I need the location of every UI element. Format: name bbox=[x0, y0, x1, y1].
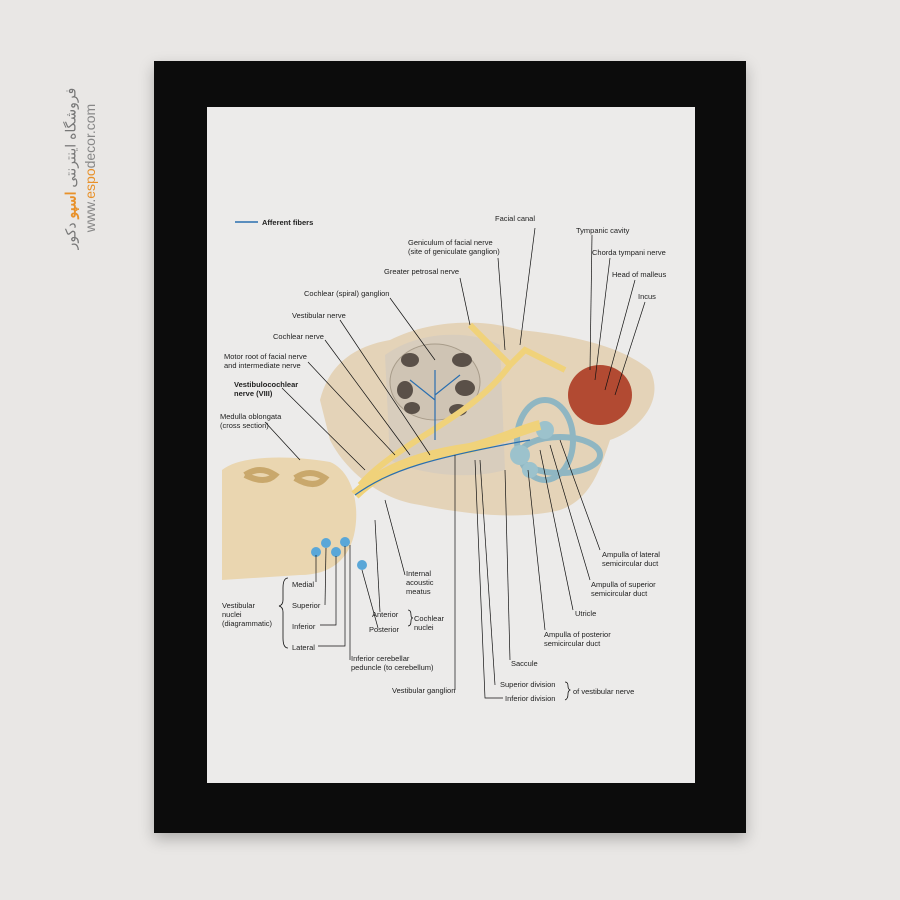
label-chorda-tympani: Chorda tympani nerve bbox=[592, 248, 666, 257]
label-cochlear-ganglion: Cochlear (spiral) ganglion bbox=[304, 289, 390, 298]
label-medulla: Medulla oblongata (cross section) bbox=[220, 412, 282, 430]
label-superior-division: Superior division bbox=[500, 680, 556, 689]
label-inferior-cerebellar: Inferior cerebellar peduncle (to cerebel… bbox=[351, 654, 434, 672]
label-vestibular-ganglion: Vestibular ganglion bbox=[392, 686, 456, 695]
label-vestibular-nerve: Vestibular nerve bbox=[292, 311, 346, 320]
label-motor-root: Motor root of facial nerve and intermedi… bbox=[224, 352, 307, 370]
label-of-vestibular-nerve: of vestibular nerve bbox=[573, 687, 635, 696]
afferent-fibers bbox=[354, 370, 531, 496]
ampullae bbox=[510, 421, 554, 478]
label-superior: Superior bbox=[292, 601, 321, 610]
label-vestibulocochlear: Vestibulocochlear nerve (VIII) bbox=[234, 380, 299, 398]
label-geniculum: Geniculum of facial nerve (site of genic… bbox=[408, 238, 500, 256]
olive-nucleus bbox=[243, 467, 330, 487]
label-utricle: Utricle bbox=[575, 609, 597, 618]
label-inferior-division: Inferior division bbox=[505, 694, 556, 703]
label-inferior: Inferior bbox=[292, 622, 316, 631]
label-facial-canal: Facial canal bbox=[495, 214, 536, 223]
label-anterior: Anterior bbox=[372, 610, 399, 619]
legend-afferent-fibers: Afferent fibers bbox=[262, 218, 314, 227]
label-head-malleus: Head of malleus bbox=[612, 270, 667, 279]
vestibular-nuclei bbox=[311, 537, 367, 570]
label-incus: Incus bbox=[638, 292, 656, 301]
leader-lines bbox=[264, 227, 646, 699]
label-lateral: Lateral bbox=[292, 643, 315, 652]
label-cochlear-nuclei: Cochlear nuclei bbox=[414, 614, 445, 632]
facial-nerve bbox=[357, 322, 567, 487]
label-greater-petrosal: Greater petrosal nerve bbox=[384, 267, 460, 276]
label-internal-acoustic: Internal acoustic meatus bbox=[406, 569, 434, 596]
vestibulocochlear-nerve bbox=[351, 420, 542, 499]
label-ampulla-lateral: Ampulla of lateral semicircular duct bbox=[602, 550, 660, 568]
label-tympanic-cavity: Tympanic cavity bbox=[576, 226, 630, 235]
label-medial: Medial bbox=[292, 580, 315, 589]
label-ampulla-superior: Ampulla of superior semicircular duct bbox=[591, 580, 656, 598]
label-posterior: Posterior bbox=[369, 625, 400, 634]
braces bbox=[278, 577, 571, 701]
tympanic-cavity bbox=[568, 365, 632, 425]
label-saccule: Saccule bbox=[511, 659, 538, 668]
label-cochlear-nerve: Cochlear nerve bbox=[273, 332, 324, 341]
medulla-oblongata bbox=[222, 457, 357, 580]
label-vestibular-nuclei: Vestibular nuclei (diagrammatic) bbox=[222, 601, 273, 628]
label-ampulla-posterior: Ampulla of posterior semicircular duct bbox=[544, 630, 611, 648]
